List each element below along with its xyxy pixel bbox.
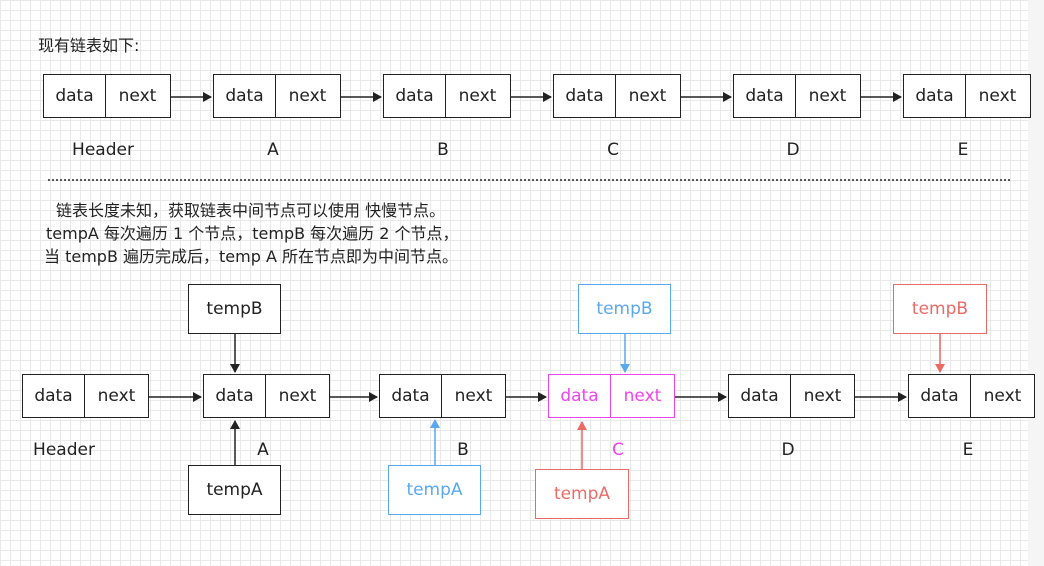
pointer-tempb-step1: tempB	[188, 284, 281, 334]
row1-node-a: data next	[213, 74, 341, 118]
row1-label-c: C	[607, 140, 619, 160]
row2-label-b: B	[457, 440, 469, 460]
next-cell: next	[623, 386, 662, 406]
data-cell: data	[734, 75, 796, 117]
data-cell: data	[214, 75, 276, 117]
next-cell: next	[978, 86, 1017, 106]
next-cell: next	[458, 86, 497, 106]
pointer-tempb-step3: tempB	[893, 284, 987, 334]
row1-label-a: A	[267, 140, 279, 160]
data-cell: data	[729, 375, 791, 417]
row2-node-a: data next	[203, 374, 330, 418]
data-cell: data	[204, 375, 266, 417]
next-cell: next	[803, 386, 842, 406]
row2-label-d: D	[781, 440, 795, 460]
row1-node-c: data next	[553, 74, 681, 118]
row1-node-e: data next	[903, 74, 1031, 118]
row1-node-header: data next	[43, 74, 171, 118]
next-cell: next	[628, 86, 667, 106]
next-cell: next	[808, 86, 847, 106]
next-cell: next	[118, 86, 157, 106]
row2-node-c-middle: data next	[548, 374, 675, 418]
row1-node-b: data next	[383, 74, 511, 118]
row1-node-d: data next	[733, 74, 861, 118]
pointer-tempb-step2: tempB	[578, 284, 671, 334]
data-cell: data	[554, 75, 616, 117]
canvas-edge	[1028, 0, 1044, 566]
pointer-tempa-step3: tempA	[535, 469, 629, 519]
row1-label-e: E	[957, 140, 969, 160]
description-line-2: tempA 每次遍历 1 个节点，tempB 每次遍历 2 个节点，	[46, 224, 459, 243]
row2-label-a: A	[257, 440, 269, 460]
pointer-tempa-step1: tempA	[188, 465, 281, 515]
title-text: 现有链表如下:	[38, 36, 140, 55]
row2-label-c: C	[612, 440, 624, 460]
data-cell: data	[384, 75, 446, 117]
row1-label-b: B	[437, 140, 449, 160]
description-line-1: 链表长度未知，获取链表中间节点可以使用 快慢节点。	[56, 201, 446, 220]
next-cell: next	[97, 386, 136, 406]
next-cell: next	[278, 386, 317, 406]
data-cell: data	[380, 375, 442, 417]
row2-node-header: data next	[22, 374, 149, 418]
row2-node-e: data next	[908, 374, 1035, 418]
data-cell: data	[23, 375, 85, 417]
data-cell: data	[904, 75, 966, 117]
row1-label-header: Header	[72, 140, 134, 160]
row2-node-b: data next	[379, 374, 506, 418]
row2-node-d: data next	[728, 374, 855, 418]
next-cell: next	[983, 386, 1022, 406]
data-cell: data	[549, 375, 611, 417]
next-cell: next	[454, 386, 493, 406]
row1-label-d: D	[786, 140, 800, 160]
pointer-tempa-step2: tempA	[388, 465, 481, 515]
data-cell: data	[44, 75, 106, 117]
data-cell: data	[909, 375, 971, 417]
next-cell: next	[288, 86, 327, 106]
description-line-3: 当 tempB 遍历完成后，temp A 所在节点即为中间节点。	[44, 247, 458, 266]
row2-label-e: E	[962, 440, 974, 460]
row2-label-header: Header	[33, 440, 95, 460]
